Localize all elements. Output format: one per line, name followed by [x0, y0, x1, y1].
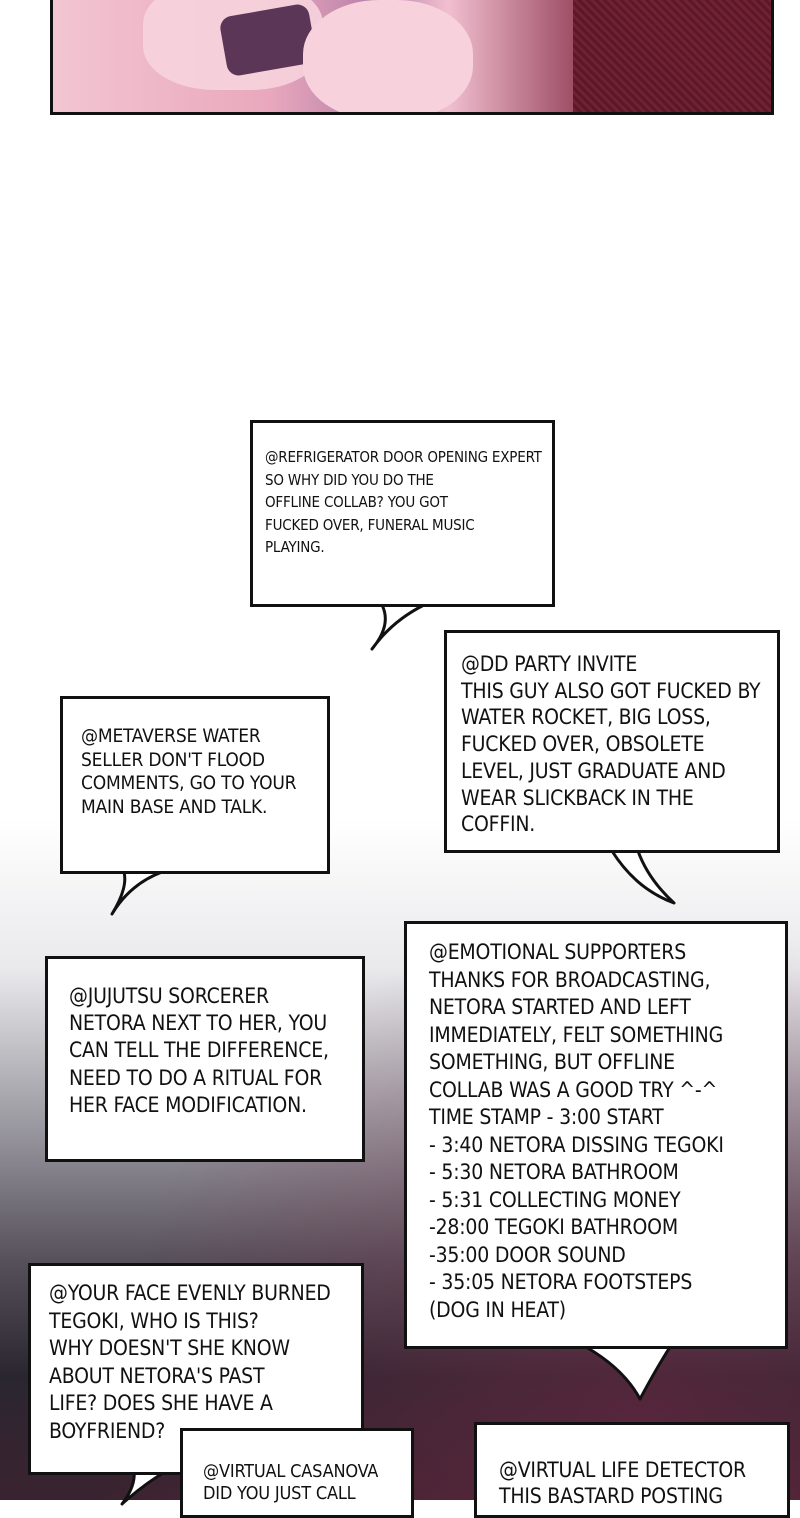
panel-art-chair [573, 0, 771, 112]
comment-text: @VIRTUAL LIFE DETECTOR THIS BASTARD POST… [499, 1458, 746, 1508]
comment-text: @DD PARTY INVITE THIS GUY ALSO GOT FUCKE… [461, 652, 761, 837]
comment-bubble-dd-party: @DD PARTY INVITE THIS GUY ALSO GOT FUCKE… [444, 630, 780, 853]
speech-bubble-tail [108, 870, 164, 916]
comment-text: @REFRIGERATOR DOOR OPENING EXPERT SO WHY… [265, 448, 542, 556]
comment-bubble-jujutsu: @JUJUTSU SORCERER NETORA NEXT TO HER, YO… [45, 956, 365, 1162]
comment-bubble-metaverse: @METAVERSE WATER SELLER DON'T FLOOD COMM… [60, 696, 330, 874]
comment-bubble-refrigerator: @REFRIGERATOR DOOR OPENING EXPERT SO WHY… [250, 420, 555, 607]
comment-bubble-emotional-supporters: @EMOTIONAL SUPPORTERS THANKS FOR BROADCA… [404, 921, 788, 1349]
comment-text: @VIRTUAL CASANOVA DID YOU JUST CALL [203, 1461, 379, 1504]
speech-bubble-tail [584, 1345, 672, 1401]
panel-art-hand [303, 0, 473, 112]
comment-text: @EMOTIONAL SUPPORTERS THANKS FOR BROADCA… [429, 940, 724, 1322]
comment-bubble-virtual-casanova: @VIRTUAL CASANOVA DID YOU JUST CALL [180, 1428, 414, 1518]
speech-bubble-tail [592, 849, 676, 905]
comment-text: @YOUR FACE EVENLY BURNED TEGOKI, WHO IS … [49, 1281, 331, 1443]
comment-text: @METAVERSE WATER SELLER DON'T FLOOD COMM… [81, 725, 297, 818]
comic-panel-top [50, 0, 774, 115]
comment-bubble-virtual-life-detector: @VIRTUAL LIFE DETECTOR THIS BASTARD POST… [474, 1422, 790, 1518]
comment-text: @JUJUTSU SORCERER NETORA NEXT TO HER, YO… [69, 984, 329, 1117]
speech-bubble-tail [366, 603, 426, 651]
